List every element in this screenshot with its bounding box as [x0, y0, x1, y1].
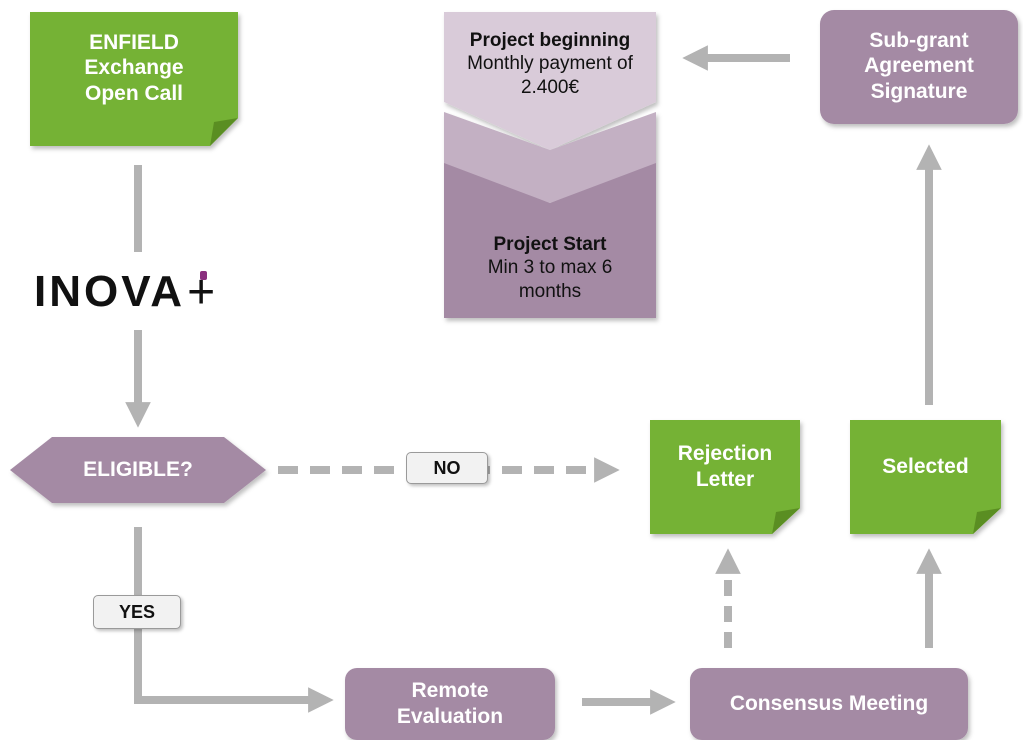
- project-beginning-line-2: 2.400€: [520, 76, 580, 98]
- open-call-fold: [210, 118, 238, 146]
- project-start-title: Project Start: [493, 234, 607, 256]
- project-middle-chevron: [444, 112, 656, 203]
- consensus-meeting-label: Consensus Meeting: [690, 668, 968, 740]
- inova-logo: INOVA +: [34, 262, 218, 322]
- project-beginning-chevron: [444, 12, 656, 150]
- project-beginning-title: Project beginning: [469, 30, 631, 52]
- yes-text: YES: [118, 601, 156, 622]
- rejection-letter-line-2: Letter: [695, 468, 755, 491]
- rejection-letter-shape: [650, 420, 800, 534]
- subgrant-signature-box: [820, 10, 1018, 124]
- inova-plus-icon: +: [187, 265, 219, 319]
- selected-shape: [850, 420, 1001, 534]
- no-edge-label: NO: [406, 452, 488, 484]
- connector-eligible-yes: [134, 527, 334, 713]
- remote-evaluation-box: [345, 668, 555, 740]
- open-call-line-2: Exchange: [84, 56, 184, 80]
- project-start-line-1: Min 3 to max 6: [487, 257, 613, 279]
- open-call-line-1: ENFIELD: [89, 30, 179, 54]
- remote-evaluation-line-2: Evaluation: [396, 705, 504, 728]
- selected-label: Selected: [850, 425, 1001, 509]
- no-text: NO: [433, 457, 461, 478]
- open-call-shape: [30, 12, 238, 146]
- project-start-line-2: months: [518, 280, 582, 302]
- project-beginning-line-1: Monthly payment of: [467, 53, 633, 75]
- subgrant-line-2: Agreement: [864, 54, 974, 78]
- rejection-letter-label: Rejection Letter: [650, 425, 800, 509]
- eligible-text: ELIGIBLE?: [83, 458, 193, 482]
- remote-evaluation-line-1: Remote: [411, 679, 489, 703]
- eligible-label: ELIGIBLE?: [52, 448, 224, 492]
- project-start-label: Project Start Min 3 to max 6 months: [444, 222, 656, 314]
- rejection-letter-fold: [772, 508, 800, 534]
- open-call-label: ENFIELD Exchange Open Call: [30, 18, 238, 118]
- remote-evaluation-label: Remote Evaluation: [345, 668, 555, 740]
- inova-accent-dot: [200, 270, 208, 280]
- rejection-letter-line-1: Rejection: [677, 442, 773, 466]
- project-beginning-label: Project beginning Monthly payment of 2.4…: [444, 20, 656, 108]
- selected-text: Selected: [882, 455, 969, 479]
- subgrant-line-3: Signature: [870, 79, 968, 103]
- consensus-meeting-text: Consensus Meeting: [729, 692, 929, 716]
- project-start-chevron: [444, 160, 656, 318]
- open-call-line-3: Open Call: [84, 81, 184, 105]
- subgrant-line-1: Sub-grant: [869, 28, 969, 52]
- subgrant-signature-label: Sub-grant Agreement Signature: [820, 14, 1018, 118]
- selected-fold: [973, 508, 1001, 534]
- yes-edge-label: YES: [93, 595, 181, 629]
- consensus-meeting-box: [690, 668, 968, 740]
- eligible-hexagon: [10, 437, 266, 503]
- inova-logo-text: INOVA: [34, 267, 186, 316]
